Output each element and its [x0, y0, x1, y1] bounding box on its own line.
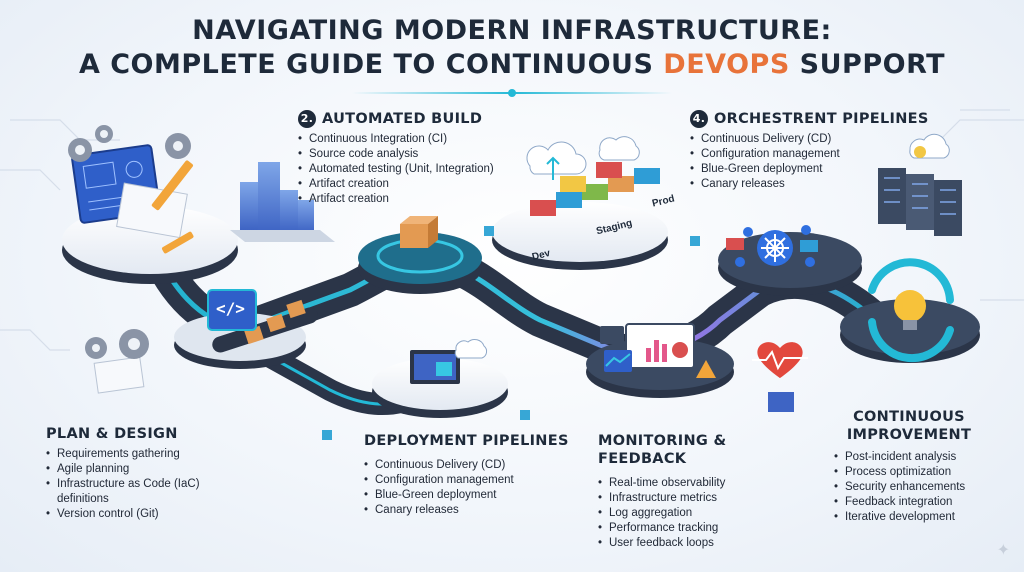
stage-orchestrate-heading-text: ORCHESTRENT PIPELINES: [714, 111, 929, 127]
list-item: Artifact creation: [298, 192, 538, 207]
stage-build-heading-text: AUTOMATED BUILD: [322, 111, 483, 127]
list-item: Continuous Delivery (CD): [364, 458, 584, 473]
stage-improve-panel: CONTINUOUS IMPROVEMENT Post-incident ana…: [834, 408, 1014, 525]
conveyor-icon: [212, 299, 318, 353]
dashboard-icon: [600, 323, 716, 378]
stage-improve-heading-line-1: CONTINUOUS: [853, 409, 965, 425]
page-title: NAVIGATING MODERN INFRASTRUCTURE: A COMP…: [0, 14, 1024, 82]
list-item: Continuous Integration (CI): [298, 132, 538, 147]
list-item: Version control (Git): [46, 507, 246, 522]
stage-number-badge: 2.: [298, 110, 316, 128]
list-item: Continuous Delivery (CD): [690, 132, 930, 147]
heart-pulse-icon: [752, 342, 808, 412]
laptop-icon: [410, 350, 460, 384]
containers-icon: [530, 162, 660, 216]
list-item: Agile planning: [46, 462, 246, 477]
small-cubes: [322, 226, 700, 440]
cycle-arrows-icon: [868, 258, 954, 363]
pencil-icon: [151, 160, 194, 254]
list-item: Configuration management: [690, 147, 930, 162]
stage-plan-heading: PLAN & DESIGN: [46, 426, 178, 442]
list-item: Process optimization: [834, 465, 1014, 480]
sparkle-icon: ✦: [996, 542, 1010, 559]
stage-plan-list: Requirements gathering Agile planning In…: [46, 447, 246, 522]
list-item: Canary releases: [364, 503, 584, 518]
title-line-2-suffix: SUPPORT: [789, 49, 946, 80]
list-item: Automated testing (Unit, Integration): [298, 162, 538, 177]
stage-monitor-panel: MONITORING & FEEDBACK Real-time observab…: [598, 432, 818, 551]
platform-env: [492, 202, 668, 270]
title-line-1: NAVIGATING MODERN INFRASTRUCTURE:: [192, 15, 832, 46]
stage-improve-heading-line-2: IMPROVEMENT: [846, 427, 972, 443]
lightbulb-icon: [894, 290, 926, 330]
stage-build-list: Continuous Integration (CI) Source code …: [298, 132, 538, 207]
list-item: Post-incident analysis: [834, 450, 1014, 465]
blueprint-icon: [71, 144, 188, 239]
stage-orchestrate-heading: 4. ORCHESTRENT PIPELINES: [690, 110, 930, 128]
list-item: Requirements gathering: [46, 447, 246, 462]
stage-monitor-heading: MONITORING & FEEDBACK: [598, 433, 727, 467]
list-item: Source code analysis: [298, 147, 538, 162]
list-item: User feedback loops: [598, 536, 818, 551]
platform-plan: [62, 206, 238, 284]
list-item: Log aggregation: [598, 506, 818, 521]
list-item: Canary releases: [690, 177, 930, 192]
list-item: Iterative development: [834, 510, 1014, 525]
checklist-icon: [93, 356, 145, 394]
stage-build-panel: 2. AUTOMATED BUILD Continuous Integration…: [298, 110, 538, 207]
stage-number-badge: 4.: [690, 110, 708, 128]
stage-build-heading: 2. AUTOMATED BUILD: [298, 110, 538, 128]
stage-monitor-list: Real-time observability Infrastructure m…: [598, 476, 818, 551]
stage-deploy-list: Continuous Delivery (CD) Configuration m…: [364, 458, 584, 518]
artifact-cube-icon: [400, 216, 438, 248]
list-item: Security enhancements: [834, 480, 1014, 495]
list-item: Feedback integration: [834, 495, 1014, 510]
platform-k8s: [718, 232, 862, 296]
title-accent: DEVOPS: [663, 49, 790, 80]
title-line-2: A COMPLETE GUIDE TO CONTINUOUS DEVOPS SU…: [0, 48, 1024, 82]
stage-orchestrate-panel: 4. ORCHESTRENT PIPELINES Continuous Deliv…: [690, 110, 930, 192]
title-divider-dot: [508, 89, 516, 97]
list-item: Real-time observability: [598, 476, 818, 491]
list-item: Infrastructure as Code (IaC) definitions: [46, 477, 246, 507]
city-icon: [230, 162, 335, 242]
list-item: Configuration management: [364, 473, 584, 488]
platform-build: [358, 232, 482, 294]
cloud-upload-icon: [526, 136, 640, 180]
list-item: Performance tracking: [598, 521, 818, 536]
list-item: Infrastructure metrics: [598, 491, 818, 506]
list-item: Blue-Green deployment: [364, 488, 584, 503]
stage-orchestrate-list: Continuous Delivery (CD) Configuration m…: [690, 132, 930, 192]
code-monitor-icon: [207, 289, 257, 331]
code-glyph: </>: [216, 299, 245, 318]
stage-deploy-heading: DEPLOYMENT PIPELINES: [364, 433, 569, 449]
gear-icon-lower: [85, 329, 149, 359]
gear-icon: [68, 125, 191, 162]
list-item: Blue-Green deployment: [690, 162, 930, 177]
deploy-cloud-icon: [454, 338, 488, 359]
stage-improve-heading: CONTINUOUS IMPROVEMENT: [834, 408, 984, 444]
stage-deploy-panel: DEPLOYMENT PIPELINES Continuous Delivery…: [364, 432, 584, 518]
stage-plan-panel: PLAN & DESIGN Requirements gathering Agi…: [46, 425, 246, 522]
list-item: Artifact creation: [298, 177, 538, 192]
kubernetes-icon: [726, 225, 818, 267]
stage-improve-list: Post-incident analysis Process optimizat…: [834, 450, 1014, 525]
title-line-2-prefix: A COMPLETE GUIDE TO CONTINUOUS: [78, 49, 664, 80]
